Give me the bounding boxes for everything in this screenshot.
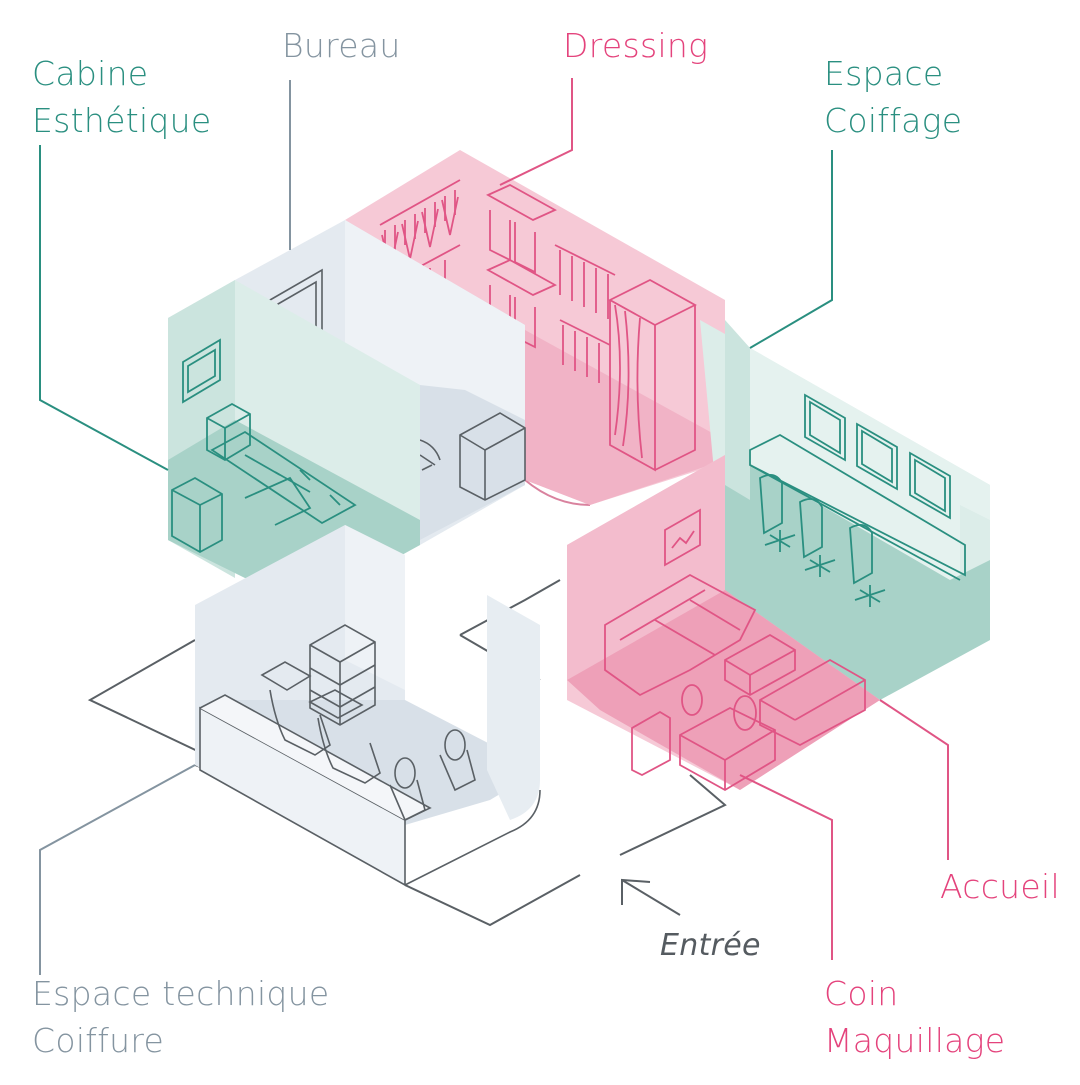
label-entree-text: Entrée: [660, 928, 761, 963]
label-technique-line1: Espace technique: [32, 974, 330, 1013]
room-accueil: [567, 455, 880, 792]
label-dressing: Dressing: [563, 22, 708, 69]
label-maquillage-line1: Coin: [824, 974, 899, 1013]
label-espace-coiffage: Espace Coiffage: [824, 50, 962, 144]
leader-lines: [39, 78, 949, 975]
label-accueil-text: Accueil: [940, 867, 1060, 906]
label-maquillage-line2: Maquillage: [824, 1021, 1006, 1060]
label-espace-technique: Espace technique Coiffure: [32, 970, 330, 1064]
label-entree: Entrée: [660, 922, 761, 969]
label-cabine-line1: Cabine: [32, 54, 149, 93]
label-cabine-line2: Esthétique: [32, 101, 212, 140]
label-bureau: Bureau: [282, 22, 401, 69]
label-coiffage-line1: Espace: [824, 54, 944, 93]
label-coin-maquillage: Coin Maquillage: [824, 970, 1005, 1064]
room-espace-technique: [195, 525, 541, 887]
label-coiffage-line2: Coiffage: [824, 101, 963, 140]
label-accueil: Accueil: [940, 863, 1060, 910]
label-technique-line2: Coiffure: [32, 1021, 165, 1060]
label-dressing-text: Dressing: [563, 26, 709, 65]
label-cabine-esthetique: Cabine Esthétique: [32, 50, 211, 144]
entree-arrow-icon: [621, 878, 681, 916]
label-bureau-text: Bureau: [282, 26, 401, 65]
